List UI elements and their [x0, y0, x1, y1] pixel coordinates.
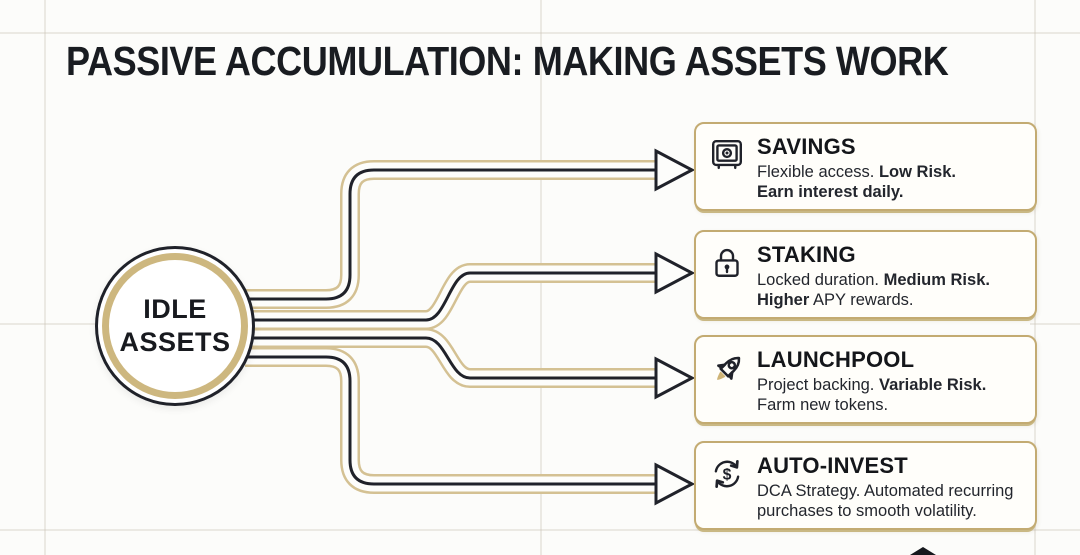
arrowhead-staking	[654, 251, 696, 295]
arrowhead-savings	[654, 148, 696, 192]
card-staking: STAKING Locked duration. Medium Risk.Hig…	[694, 230, 1037, 319]
connector-savings	[245, 160, 658, 309]
grid-line-horizontal-mid-left	[0, 323, 98, 325]
arrowhead-launchpool	[654, 356, 696, 400]
page-title: PASSIVE ACCUMULATION: MAKING ASSETS WORK	[66, 38, 949, 84]
card-launchpool: LAUNCHPOOL Project backing. Variable Ris…	[694, 335, 1037, 424]
idle-assets-label: IDLE ASSETS	[119, 293, 230, 359]
grid-line-horizontal-mid-right	[1030, 323, 1080, 325]
rocket-icon	[709, 348, 747, 422]
idle-assets-gold-ring: IDLE ASSETS	[102, 253, 248, 399]
idle-assets-line2: ASSETS	[119, 327, 231, 357]
arrowhead-auto-invest	[654, 462, 696, 506]
card-desc-launchpool: Project backing. Variable Risk.Farm new …	[757, 376, 987, 415]
connector-launchpool	[245, 328, 658, 388]
card-title-staking: STAKING	[757, 242, 856, 267]
refresh-dollar-icon: $	[709, 454, 747, 528]
card-desc-savings: Flexible access. Low Risk.Earn interest …	[757, 163, 956, 202]
connector-auto-invest	[245, 347, 658, 494]
card-title-savings: SAVINGS	[757, 134, 856, 159]
svg-text:$: $	[723, 466, 732, 483]
card-savings: SAVINGS Flexible access. Low Risk.Earn i…	[694, 122, 1037, 211]
card-desc-staking: Locked duration. Medium Risk.Higher APY …	[757, 271, 990, 310]
safe-icon	[709, 135, 747, 209]
grid-line-horizontal-bottom	[0, 529, 1080, 531]
padlock-icon	[709, 243, 747, 317]
idle-assets-line1: IDLE	[143, 294, 207, 325]
connector-staking	[245, 263, 658, 330]
idle-assets-hub: IDLE ASSETS	[95, 246, 255, 406]
card-title-auto-invest: AUTO-INVEST	[757, 453, 908, 478]
grid-line-vertical-left	[44, 0, 46, 555]
grid-line-horizontal-top	[0, 32, 1080, 34]
card-auto-invest: $ AUTO-INVEST DCA Strategy. Automated re…	[694, 441, 1037, 530]
card-title-launchpool: LAUNCHPOOL	[757, 347, 915, 372]
bottom-logo-tip	[910, 547, 936, 555]
